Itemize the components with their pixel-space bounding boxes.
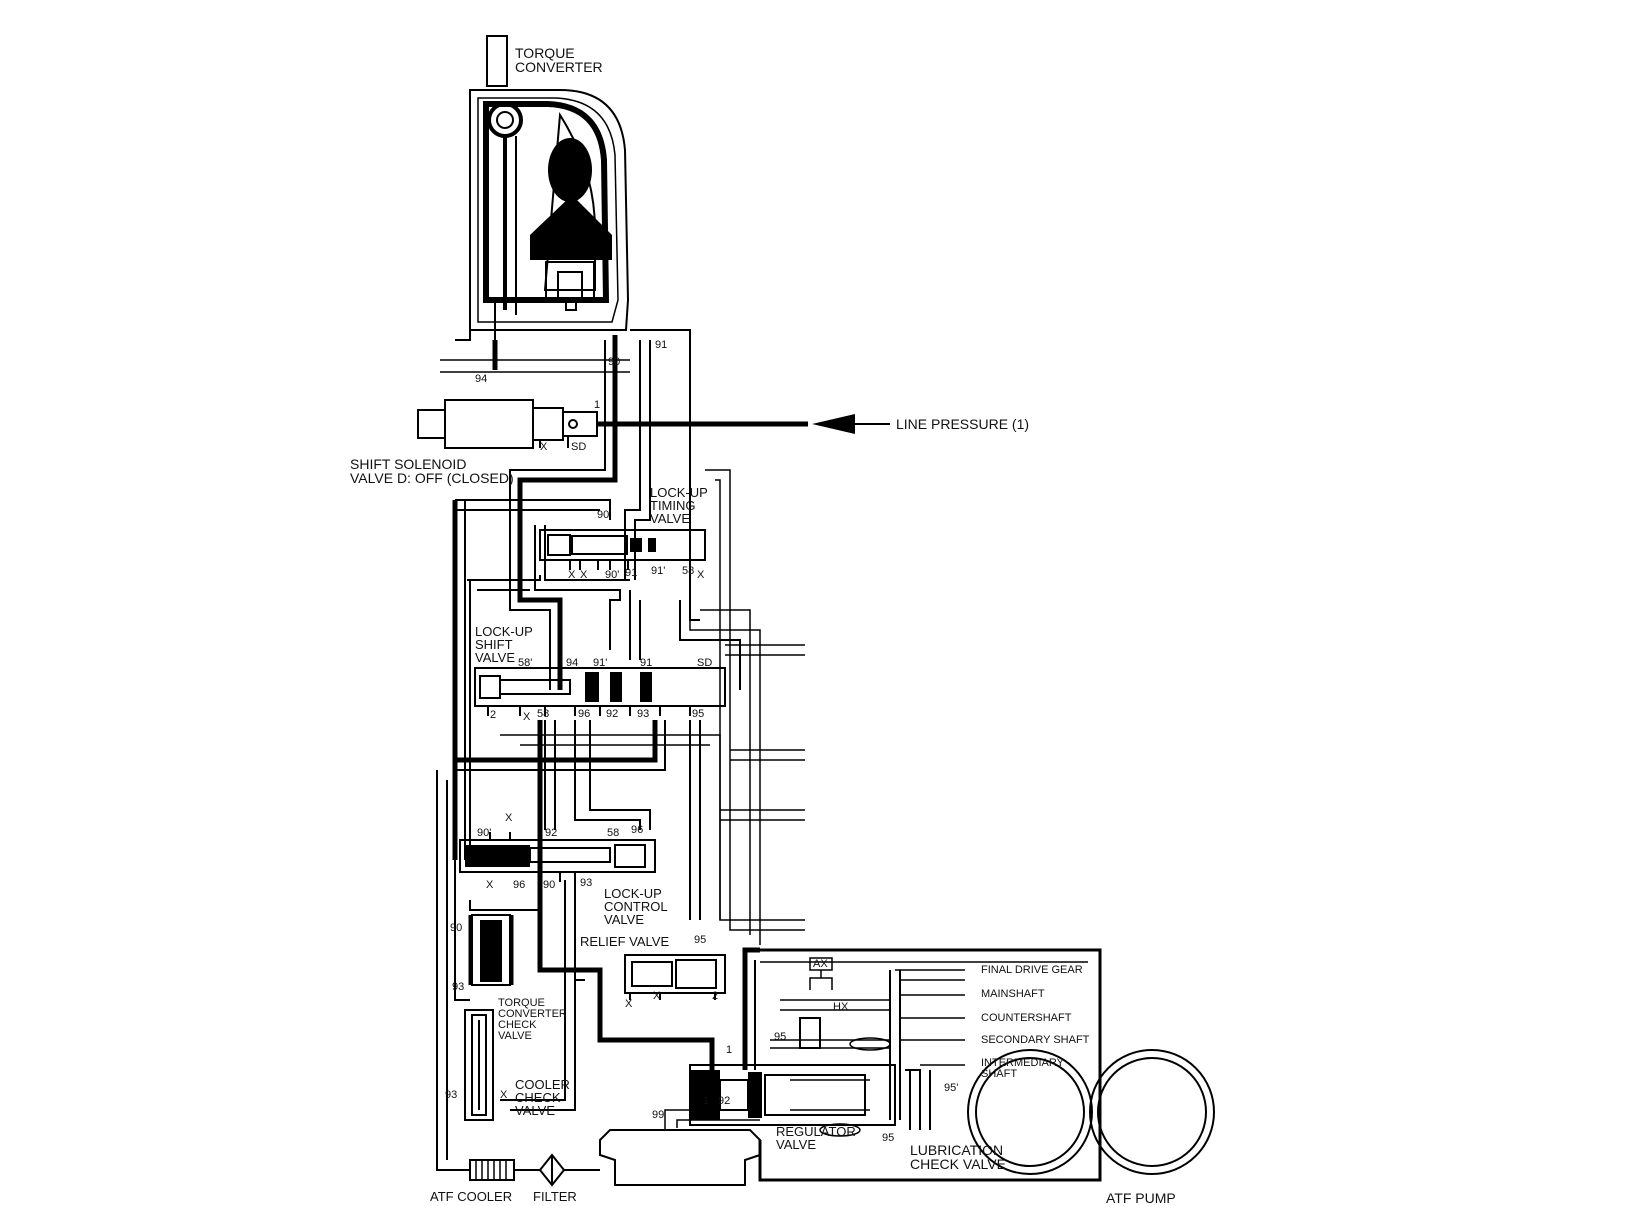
- fluid-passages: [436, 335, 1102, 1182]
- port-s-58: 58: [537, 708, 550, 720]
- label-countershaft: COUNTERSHAFT: [981, 1012, 1072, 1024]
- port-t-91: 91: [625, 567, 638, 579]
- label-lockup-timing-valve: LOCK-UP TIMING VALVE: [650, 485, 708, 526]
- port-rg-1: 1: [726, 1044, 733, 1056]
- port-s-91p: 91': [593, 657, 608, 669]
- label-filter: FILTER: [533, 1189, 577, 1204]
- atf-pump: [967, 1049, 1215, 1175]
- label-hx: HX: [833, 1001, 849, 1013]
- label-shift-solenoid: SHIFT SOLENOID VALVE D: OFF (CLOSED): [350, 456, 514, 486]
- label-torque-converter: TORQUE CONVERTER: [515, 45, 603, 75]
- port-rg-95b: 95: [882, 1132, 895, 1144]
- reservoir: [599, 1129, 761, 1186]
- label-atf-pump: ATF PUMP: [1106, 1190, 1176, 1206]
- port-t-90: 90: [597, 509, 610, 521]
- port-90-top: 90: [608, 356, 621, 368]
- port-c-93: 93: [580, 877, 593, 889]
- line-pressure-arrow: [598, 414, 890, 434]
- port-tc-90: 90: [450, 922, 463, 934]
- label-line-pressure: LINE PRESSURE (1): [896, 416, 1030, 432]
- port-r-2: 2: [712, 990, 719, 1002]
- label-regulator-valve: REGULATOR VALVE: [776, 1124, 856, 1152]
- filter: [538, 1153, 566, 1187]
- port-sol-1: 1: [594, 399, 601, 411]
- port-rg-1b: 1: [703, 1095, 710, 1107]
- port-cv-x: X: [500, 1089, 508, 1101]
- label-final-drive-gear: FINAL DRIVE GEAR: [981, 964, 1083, 976]
- port-94-top: 94: [475, 373, 488, 385]
- port-s-58p: 58': [518, 657, 533, 669]
- label-intermediary-shaft: INTERMEDIARY SHAFT: [981, 1057, 1064, 1080]
- torque-converter: [440, 35, 691, 373]
- port-s-sd: SD: [697, 657, 713, 669]
- port-t-91p: 91': [651, 565, 666, 577]
- label-mainshaft: MAINSHAFT: [981, 988, 1045, 1000]
- label-secondary-shaft: SECONDARY SHAFT: [981, 1034, 1090, 1046]
- lubrication-branch: [780, 957, 965, 1130]
- label-lubrication-check-valve: LUBRICATION CHECK VALVE: [910, 1142, 1006, 1172]
- port-r-x1: X: [625, 998, 633, 1010]
- port-t-x1: X: [568, 569, 576, 581]
- port-s-94: 94: [566, 657, 579, 669]
- label-ax: AX: [813, 958, 828, 970]
- port-cv-93: 93: [445, 1089, 458, 1101]
- port-c-92: 92: [545, 827, 558, 839]
- port-t-90p: 90': [605, 569, 620, 581]
- port-lb-95p: 95': [944, 1082, 959, 1094]
- label-relief-valve: RELIEF VALVE: [580, 934, 670, 949]
- lockup-shift-valve: [474, 667, 726, 716]
- port-sol-sd: SD: [571, 441, 587, 453]
- port-rg-92: 92: [718, 1095, 731, 1107]
- port-91-top: 91: [655, 339, 668, 351]
- port-c-96b: 96: [513, 879, 526, 891]
- port-99: 99: [652, 1109, 665, 1121]
- port-s-x: X: [523, 711, 531, 723]
- label-cooler-check-valve: COOLER CHECK VALVE: [515, 1077, 570, 1118]
- port-t-x3: X: [697, 569, 705, 581]
- port-tc-93: 93: [452, 981, 465, 993]
- port-c-96: 96: [631, 824, 644, 836]
- port-s-96: 96: [578, 708, 591, 720]
- port-rg-95: 95: [774, 1031, 787, 1043]
- port-c-90p: 90': [477, 827, 492, 839]
- torque-converter-check-valve: [468, 914, 514, 986]
- port-sol-x: X: [540, 441, 548, 453]
- port-t-58: 58: [682, 565, 695, 577]
- port-t-x2: X: [580, 569, 588, 581]
- cooler-check-valve: [464, 1009, 494, 1121]
- port-c-x-top: X: [505, 812, 513, 824]
- label-lockup-control-valve: LOCK-UP CONTROL VALVE: [604, 886, 668, 927]
- lockup-control-valve: [459, 832, 656, 882]
- port-c-90: 90: [543, 879, 556, 891]
- lockup-timing-valve: [539, 529, 706, 570]
- atf-cooler: [469, 1159, 515, 1181]
- port-c-x: X: [486, 879, 494, 891]
- port-s-2: 2: [490, 709, 497, 721]
- label-lockup-shift-valve: LOCK-UP SHIFT VALVE: [475, 624, 533, 665]
- shift-solenoid-valve-d: [417, 399, 598, 449]
- port-s-91: 91: [640, 657, 653, 669]
- port-s-95: 95: [692, 708, 705, 720]
- label-atf-cooler: ATF COOLER: [430, 1189, 513, 1204]
- port-s-92: 92: [606, 708, 619, 720]
- port-r-95: 95: [694, 934, 707, 946]
- port-s-93: 93: [637, 708, 650, 720]
- port-c-58: 58: [607, 827, 620, 839]
- port-r-x2: X: [653, 990, 661, 1002]
- label-tc-check-valve: TORQUE CONVERTER CHECK VALVE: [498, 997, 567, 1042]
- regulator-valve: [689, 1017, 896, 1137]
- relief-valve: [624, 954, 726, 1000]
